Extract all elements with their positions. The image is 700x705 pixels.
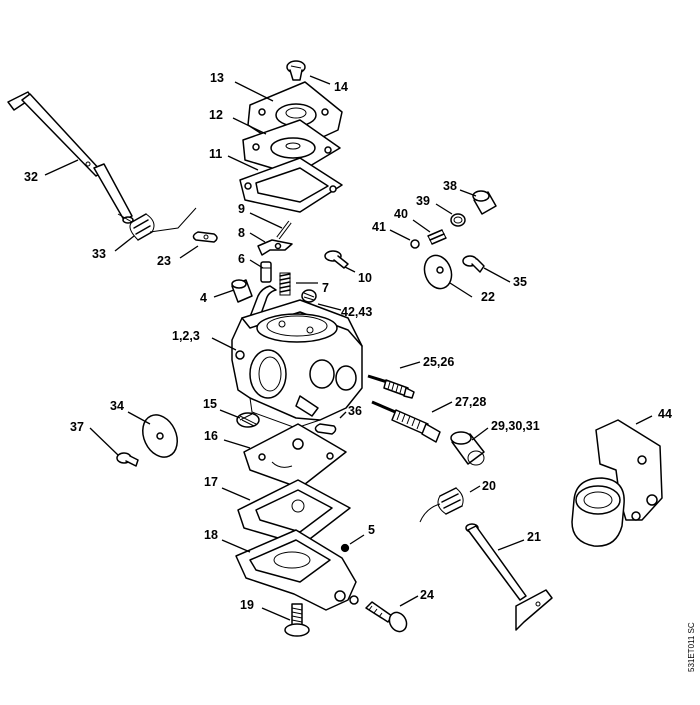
- label-10: 10: [358, 271, 372, 285]
- part-27-28-adjust-screw: [371, 400, 441, 443]
- label-44: 44: [658, 407, 672, 421]
- label-40: 40: [394, 207, 408, 221]
- label-5: 5: [368, 523, 375, 537]
- part-40-spring: [427, 229, 447, 245]
- part-18-pump-cover: [235, 529, 359, 611]
- part-17-pump-gasket: [237, 479, 351, 546]
- part-15-screen: [236, 412, 260, 428]
- part-14-screw: [286, 60, 306, 81]
- label-22: 22: [481, 290, 495, 304]
- part-16-gasket: [243, 423, 347, 489]
- part-42-43-plug: [301, 289, 317, 303]
- label-32: 32: [24, 170, 38, 184]
- leader-lines: [44, 75, 653, 621]
- part-24-screw: [365, 601, 408, 633]
- label-34: 34: [110, 399, 124, 413]
- label-16: 16: [204, 429, 218, 443]
- label-6: 6: [238, 252, 245, 266]
- label-37: 37: [70, 420, 84, 434]
- drawing-code: 531ET011 SC: [687, 622, 696, 672]
- label-12: 12: [209, 108, 223, 122]
- label-18: 18: [204, 528, 218, 542]
- label-11: 11: [209, 147, 222, 161]
- label-35: 35: [513, 275, 527, 289]
- label-24: 24: [420, 588, 434, 602]
- part-38-plug: [472, 190, 497, 215]
- label-21: 21: [527, 530, 541, 544]
- label-7: 7: [322, 281, 329, 295]
- part-39-o-ring: [450, 213, 466, 227]
- label-33: 33: [92, 247, 106, 261]
- part-8-lever: [257, 239, 293, 256]
- part-34-disc: [142, 414, 178, 458]
- part-6-needle: [260, 261, 272, 283]
- label-15: 15: [203, 397, 217, 411]
- part-10-screw: [324, 250, 349, 269]
- label-39: 39: [416, 194, 430, 208]
- part-7-spring: [279, 272, 291, 296]
- label-23: 23: [157, 254, 171, 268]
- part-44-bracket: [571, 419, 663, 547]
- part-1-2-3-carburetor-body: [231, 299, 363, 429]
- label-42-43: 42,43: [341, 305, 372, 319]
- part-12-diaphragm: [242, 119, 341, 176]
- part-29-30-31-limiter-cap: [450, 431, 485, 466]
- label-17: 17: [204, 475, 218, 489]
- part-36-clip: [314, 423, 337, 435]
- label-20: 20: [482, 479, 496, 493]
- label-4: 4: [200, 291, 207, 305]
- part-5-ball: [340, 543, 350, 553]
- part-23-clip: [192, 231, 218, 243]
- part-22-disc: [423, 254, 453, 290]
- part-20-spring: [419, 487, 464, 523]
- label-8: 8: [238, 226, 245, 240]
- part-9-pin: [276, 220, 292, 240]
- part-4-cap: [231, 279, 253, 303]
- part-25-26-adjust-screw: [367, 374, 415, 399]
- part-11-gasket: [239, 157, 343, 213]
- label-14: 14: [334, 80, 348, 94]
- part-41-ball: [410, 239, 420, 249]
- label-27-28: 27,28: [455, 395, 486, 409]
- label-36: 36: [348, 404, 362, 418]
- label-29-30-31: 29,30,31: [491, 419, 540, 433]
- part-32-throttle-shaft: [7, 91, 134, 224]
- label-25-26: 25,26: [423, 355, 454, 369]
- part-37-screw: [116, 452, 139, 467]
- part-labels: 13 14 12 11 32 9 8 33 23 6 10 4 7 42,43 …: [24, 71, 696, 672]
- part-19-screw: [284, 603, 310, 637]
- label-38: 38: [443, 179, 457, 193]
- label-19: 19: [240, 598, 254, 612]
- part-21-choke-shaft: [465, 523, 553, 631]
- label-13: 13: [210, 71, 224, 85]
- part-33-torsion-spring: [117, 207, 197, 241]
- label-1-2-3: 1,2,3: [172, 329, 200, 343]
- label-41: 41: [372, 220, 386, 234]
- part-fuel-pipe: [247, 285, 277, 323]
- label-9: 9: [238, 202, 245, 216]
- part-35-screw: [462, 255, 485, 273]
